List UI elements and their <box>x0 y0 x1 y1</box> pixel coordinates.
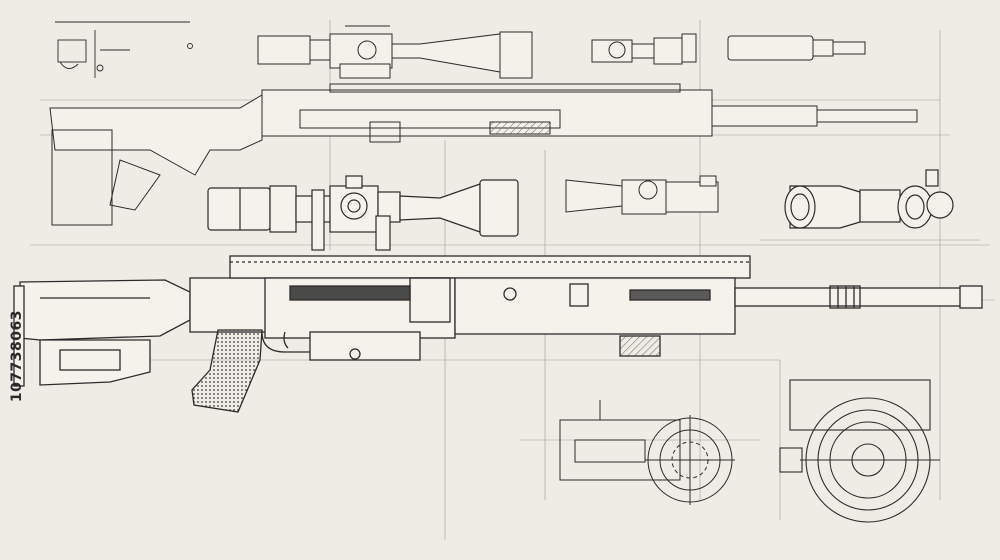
small-detail-topleft <box>55 21 193 78</box>
main-scope <box>207 175 519 251</box>
rifle-profile <box>49 83 918 226</box>
scope-barrel-view <box>784 169 954 229</box>
muzzle-device <box>559 400 681 481</box>
ring-diagram-center <box>645 415 735 505</box>
accessory-small <box>727 35 866 61</box>
top-scope <box>257 25 533 79</box>
main-rifle <box>13 255 983 413</box>
side-identifier: 107738063 <box>9 310 25 403</box>
ring-diagram-right <box>779 379 940 523</box>
small-optic <box>591 33 697 65</box>
side-scope <box>565 175 719 215</box>
